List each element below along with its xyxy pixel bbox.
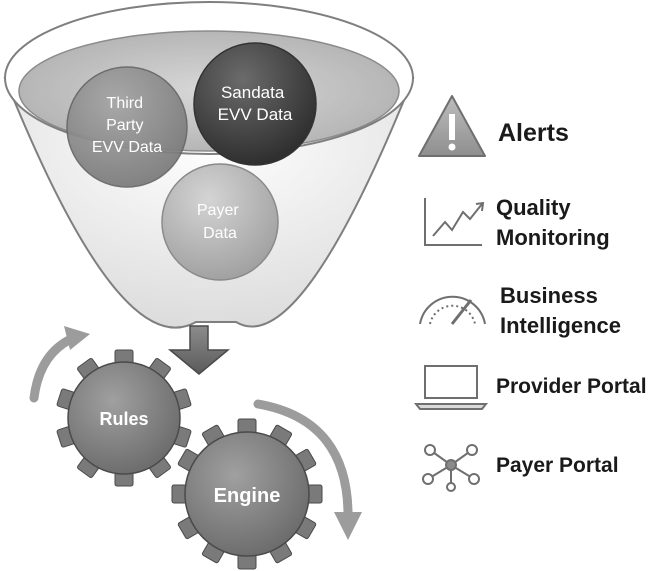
bubble-third-party-evv: Third Party EVV Data <box>66 66 188 188</box>
bubble-payer-data: Payer Data <box>161 163 279 281</box>
engine-arrow-head <box>334 512 362 540</box>
svg-text:Sandata EVV Data: Sandata EVV Data <box>218 83 293 124</box>
svg-text:Third Party EVV Da: Third Party EVV Data <box>92 95 162 156</box>
quality-monitoring-label: Quality Monitoring <box>496 195 610 250</box>
bubble-line: Third <box>107 95 143 112</box>
bubble-line: Party <box>106 117 143 134</box>
bubble-line: Data <box>203 225 237 242</box>
rules-gear-label: Rules <box>99 409 148 429</box>
rules-arrow-head <box>64 326 90 350</box>
down-arrow-icon <box>167 325 231 375</box>
provider-portal-label: Provider Portal <box>496 375 647 398</box>
alerts-label: Alerts <box>498 119 569 147</box>
network-hub-icon <box>422 444 480 492</box>
line-chart-icon <box>424 198 485 246</box>
bubble-line: EVV Data <box>92 139 162 156</box>
engine-gear-label: Engine <box>214 485 281 507</box>
svg-text:Payer Data: Payer Data <box>197 202 243 242</box>
warning-triangle-icon <box>418 95 486 157</box>
bubble-sandata-evv: Sandata EVV Data <box>193 42 317 166</box>
speedometer-gauge-icon <box>419 295 486 325</box>
engine-rotation-arrow-icon <box>253 399 353 525</box>
payer-portal-label: Payer Portal <box>496 454 619 477</box>
laptop-icon <box>413 365 489 410</box>
business-intelligence-label: Business Intelligence <box>500 283 622 338</box>
rules-gear: Rules <box>56 349 192 487</box>
bubble-line: Payer <box>197 202 239 219</box>
bubble-line: Sandata <box>221 83 285 102</box>
engine-gear: Engine <box>171 418 323 570</box>
bubble-line: EVV Data <box>218 105 293 124</box>
